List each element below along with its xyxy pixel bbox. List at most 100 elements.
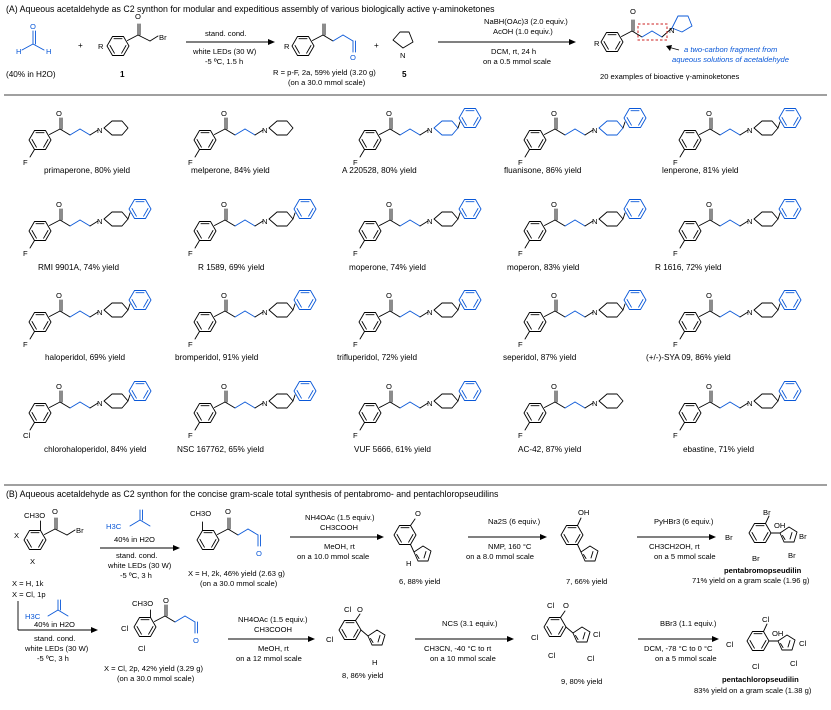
atom-label: F [188, 158, 193, 167]
atom-label: O [357, 605, 363, 614]
fragment-note: a two-carbon fragment from [684, 45, 777, 54]
product-2p-yield: X = Cl, 2p, 42% yield (3.29 g) [104, 664, 203, 673]
atom-label: N [747, 126, 752, 135]
condition-text: on a 0.5 mmol scale [483, 57, 551, 66]
atom-label: Cl [726, 640, 733, 649]
condition-text: Na2S (6 equiv.) [488, 517, 541, 526]
atom-label: Cl [593, 630, 600, 639]
atom-label: O [415, 509, 421, 518]
atom-label: O [221, 200, 227, 209]
condition-text: CH3CN, -40 °C to rt [424, 644, 492, 653]
condition-text: CH3CH2OH, rt [649, 542, 701, 551]
atom-label: H [372, 658, 377, 667]
atom-label: O [163, 596, 169, 605]
atom-label: OH [774, 521, 785, 530]
acetaldehyde-structure [47, 599, 69, 617]
compound-structure: OFN [23, 290, 152, 349]
compound-7-label: 7, 66% yield [566, 577, 607, 586]
compound-caption: primaperone, 80% yield [44, 166, 130, 175]
atom-label: F [518, 340, 523, 349]
atom-label: F [518, 431, 523, 440]
atom-label: O [706, 382, 712, 391]
atom-label: Cl [548, 651, 555, 660]
pentachloropseudilin-name: pentachloropseudilin [722, 675, 799, 684]
atom-label: F [518, 249, 523, 258]
compound-caption: R 1589, 69% yield [198, 263, 265, 272]
atom-label: O [706, 200, 712, 209]
condition-text: stand. cond. [116, 551, 157, 560]
r-group-label: R [98, 42, 104, 51]
condition-text: NH4OAc (1.5 equiv.) [305, 513, 375, 522]
compound-9-structure [543, 610, 591, 643]
atom-label: F [23, 249, 28, 258]
atom-label: F [23, 340, 28, 349]
atom-label: F [188, 431, 193, 440]
plus-sign: + [78, 41, 83, 50]
atom-label: O [563, 601, 569, 610]
compound-caption: AC-42, 87% yield [518, 445, 582, 454]
atom-label: O [630, 7, 636, 16]
atom-label: X [30, 557, 35, 566]
atom-label: F [353, 431, 358, 440]
atom-label: F [188, 249, 193, 258]
compound-structure: OFN [518, 199, 647, 258]
pentachloropseudilin-yield: 83% yield on a gram scale (1.38 g) [694, 686, 812, 695]
product-2k-scale: (on a 30.0 mmol scale) [200, 579, 278, 588]
product-2a-yield: R = p-F, 2a, 59% yield (3.20 g) [273, 68, 376, 77]
pentabromopseudilin-yield: 71% yield on a gram scale (1.96 g) [692, 576, 810, 585]
atom-label: N [592, 126, 597, 135]
atom-label: N [747, 399, 752, 408]
condition-text: CH3COOH [254, 625, 292, 634]
substrate-1-structure [106, 23, 159, 56]
condition-text: DCM, -78 °C to 0 °C [644, 644, 713, 653]
condition-text: white LEDs (30 W) [107, 561, 172, 570]
atom-label: O [386, 109, 392, 118]
condition-text: -5 ºC, 1.5 h [205, 57, 243, 66]
atom-label: F [673, 249, 678, 258]
atom-label: F [518, 158, 523, 167]
compound-caption: bromperidol, 91% yield [175, 353, 259, 362]
compound-5-label: 5 [402, 70, 407, 79]
compound-6-label: 6, 88% yield [399, 577, 440, 586]
atom-label: O [56, 291, 62, 300]
product-2p-structure [133, 604, 198, 637]
compound-structure: OFN [188, 381, 317, 440]
starting-material-structure [23, 517, 76, 550]
atom-label: O [551, 109, 557, 118]
pyrrolidine-structure: N [392, 31, 414, 60]
atom-label: N [262, 126, 267, 135]
atom-label: Cl [790, 659, 797, 668]
compound-structure: OFN [23, 109, 129, 167]
plus-sign: + [374, 41, 379, 50]
atom-label: Br [76, 526, 84, 535]
condition-text: on a 8.0 mmol scale [466, 552, 534, 561]
compound-7-structure [560, 517, 599, 562]
atom-label: N [427, 217, 432, 226]
compound-caption: chlorohaloperidol, 84% yield [44, 445, 147, 454]
atom-label: Cl [762, 615, 769, 624]
compound-structure: OFN [188, 199, 317, 258]
atom-label: N [427, 399, 432, 408]
atom-label: H [406, 559, 411, 568]
atom-label: Cl [326, 635, 333, 644]
condition-text: on a 12 mmol scale [236, 654, 302, 663]
atom-label: O [135, 12, 141, 21]
condition-text: stand. cond. [205, 29, 246, 38]
condition-text: NMP, 160 °C [488, 542, 532, 551]
compound-structure: OFN [353, 381, 482, 440]
condition-text: 40% in H2O [114, 535, 155, 544]
atom-label: F [673, 340, 678, 349]
product-2a-structure [291, 23, 356, 56]
fragment-note: aqueous solutions of acetaldehyde [672, 55, 789, 64]
atom-label: O [56, 200, 62, 209]
compound-caption: moperone, 74% yield [349, 263, 426, 272]
condition-text: on a 10 mmol scale [430, 654, 496, 663]
atom-label: O [551, 291, 557, 300]
compound-structure: OFN [518, 290, 647, 349]
atom-label: O [551, 200, 557, 209]
compound-structure: OFN [673, 108, 802, 167]
atom-label: O [221, 382, 227, 391]
atom-label: O [30, 22, 36, 31]
atom-label: Cl [587, 654, 594, 663]
